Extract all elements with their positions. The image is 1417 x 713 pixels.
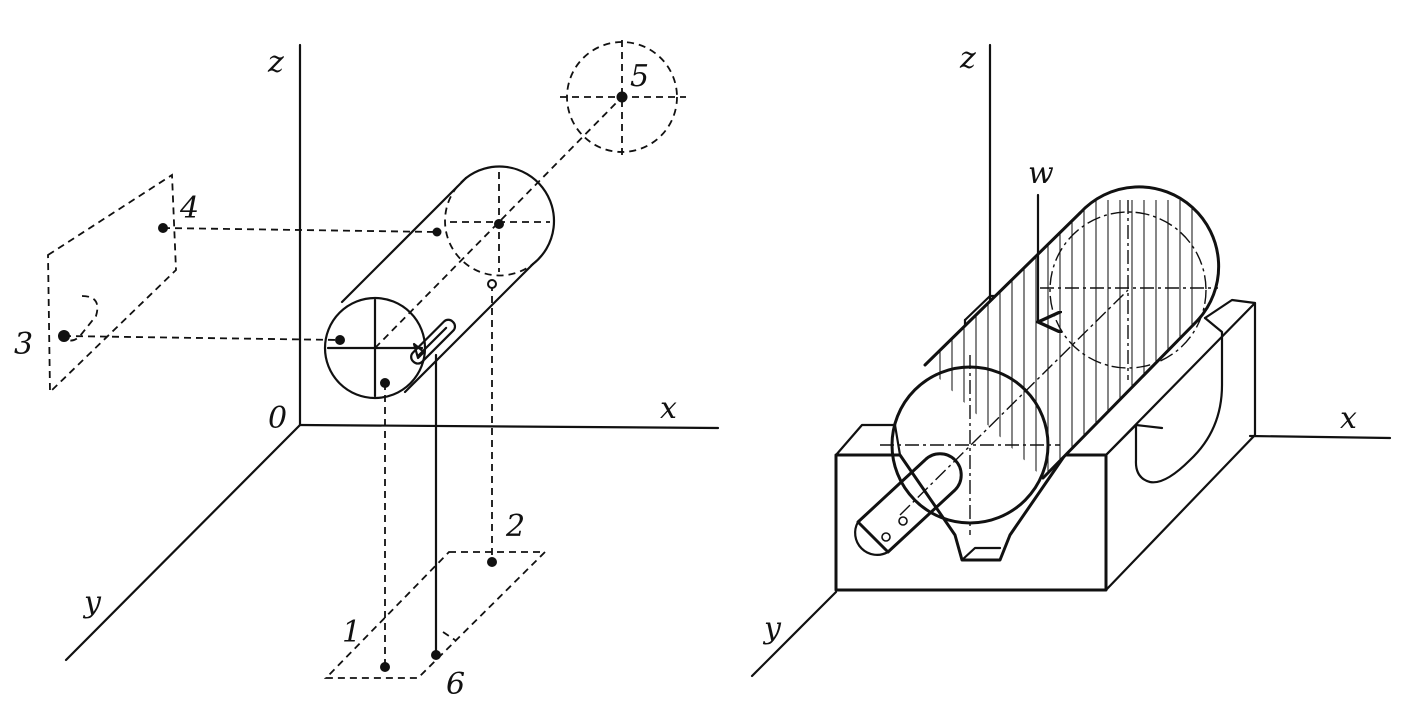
- right-axes: z x y: [750, 41, 1392, 678]
- left-y-axis: [64, 423, 302, 662]
- label-3: 3: [14, 327, 33, 362]
- force-label: w: [1028, 156, 1054, 191]
- left-axes: z x y 0: [64, 43, 720, 662]
- label-4: 4: [179, 191, 199, 226]
- left-diagram: z x y 0: [14, 40, 720, 702]
- side-projection-plane: [47, 173, 177, 395]
- right-z-label: z: [959, 41, 976, 76]
- right-diagram: z x y: [750, 41, 1392, 678]
- label-2: 2: [505, 509, 525, 544]
- right-y-label: y: [762, 611, 782, 646]
- right-x-label: x: [1340, 401, 1357, 436]
- point-labels: 1 2 3 4 5 6: [14, 59, 649, 702]
- point-2: [487, 557, 497, 567]
- right-x-axis: [1248, 434, 1392, 440]
- left-origin-label: 0: [268, 401, 287, 436]
- right-y-axis: [750, 590, 838, 678]
- projection-lines: [63, 227, 493, 667]
- point-1: [380, 662, 390, 672]
- point-6: [431, 650, 441, 660]
- point-5: [616, 91, 628, 103]
- left-x-label: x: [660, 391, 677, 426]
- point-3: [58, 330, 70, 342]
- shaft-stub: [854, 452, 963, 556]
- cylinder: [323, 96, 623, 400]
- bottom-projection-plane: [323, 551, 548, 679]
- left-y-label: y: [82, 585, 102, 620]
- label-5: 5: [630, 59, 649, 94]
- force-arrow-w: w: [1028, 156, 1054, 322]
- label-1: 1: [342, 615, 361, 650]
- hatched-cylinder: [880, 185, 1221, 535]
- left-x-axis: [298, 423, 720, 430]
- left-z-label: z: [267, 45, 284, 80]
- label-6: 6: [446, 667, 465, 702]
- point-4: [158, 223, 168, 233]
- projection-points: [58, 91, 628, 672]
- key-pin: [410, 318, 457, 365]
